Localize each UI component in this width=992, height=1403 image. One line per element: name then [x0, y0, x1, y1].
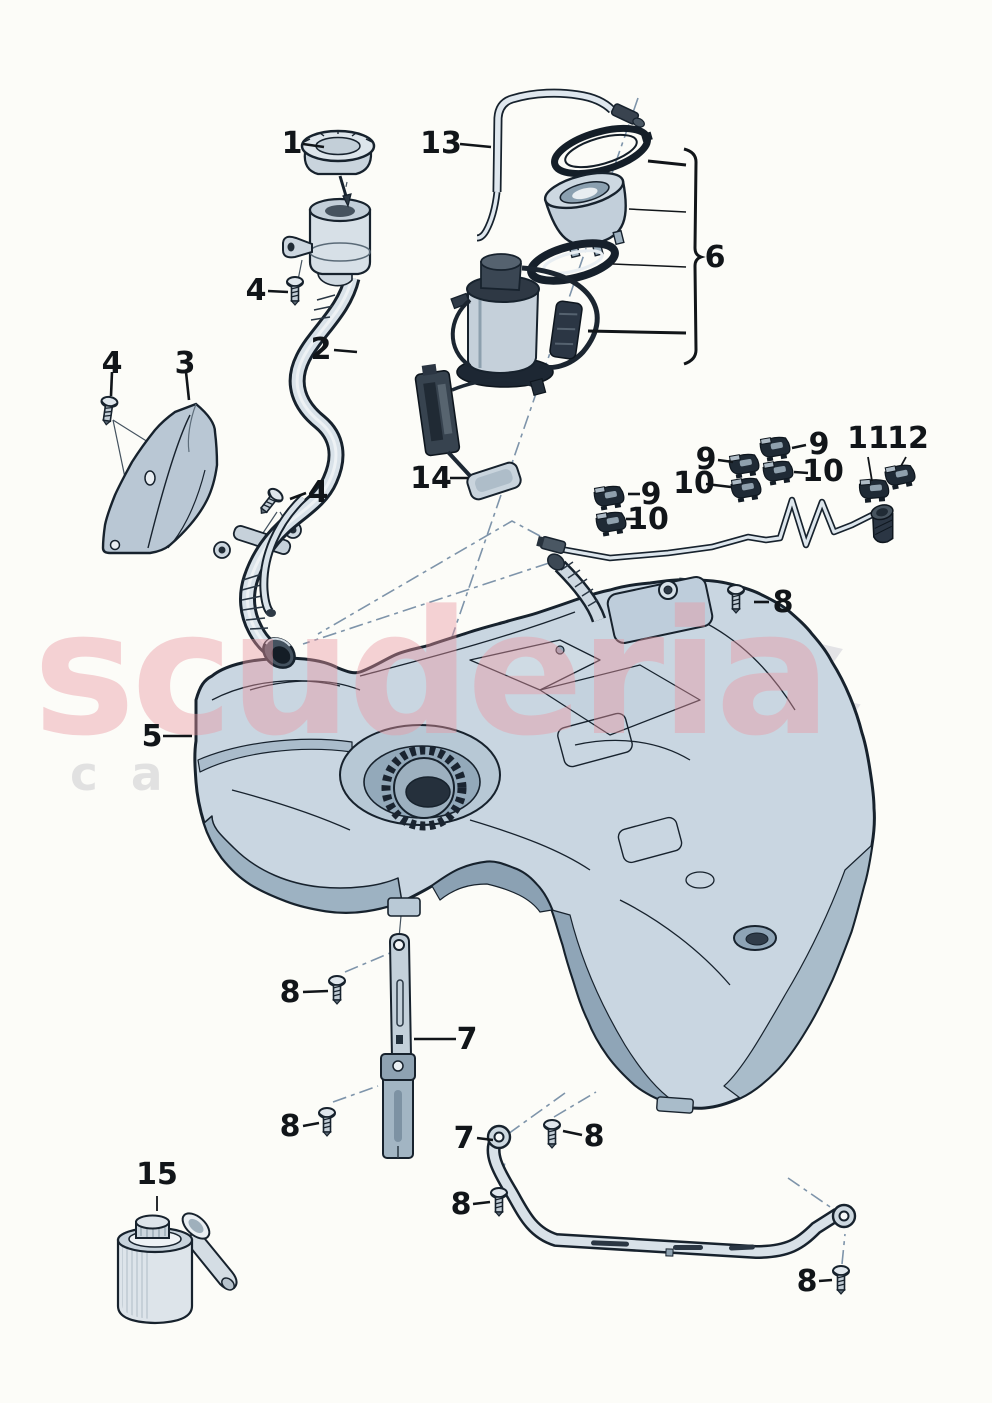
- callout-9a[interactable]: 9: [641, 477, 662, 512]
- callout-8f[interactable]: 8: [797, 1264, 818, 1299]
- screw-8-hstrap-left: [490, 1187, 508, 1217]
- callout-7a[interactable]: 7: [457, 1022, 478, 1057]
- callout-6[interactable]: 6: [705, 240, 726, 275]
- group-bracket: [587, 147, 706, 366]
- callout-4b[interactable]: 4: [102, 346, 123, 381]
- callout-9c[interactable]: 9: [809, 427, 830, 462]
- callout-15[interactable]: 15: [136, 1157, 178, 1192]
- clip-10-upper: [761, 458, 796, 487]
- callout-4a[interactable]: 4: [246, 273, 267, 308]
- fuel-tank: [193, 576, 876, 1114]
- tank-mount-plate: [606, 576, 714, 644]
- clip-9-upper: [758, 434, 793, 463]
- pipe-spout: [262, 637, 296, 669]
- callout-14[interactable]: 14: [410, 461, 452, 496]
- tank-right-lower-face: [551, 909, 673, 1104]
- tank-left-face: [203, 815, 403, 914]
- callout-13[interactable]: 13: [420, 126, 462, 161]
- callout-8a[interactable]: 8: [773, 585, 794, 620]
- callout-11[interactable]: 11: [847, 421, 889, 456]
- callout-2[interactable]: 2: [311, 332, 332, 367]
- lock-ring-teeth: [381, 745, 467, 831]
- callout-labels: 1 13 6 4 4 3 2 4 14 9 10 9 10 9 10 11 12…: [102, 126, 929, 1299]
- fuel-delivery-unit: [450, 124, 706, 388]
- vent-hose: [476, 88, 645, 242]
- screw-8-hstrap-right: [832, 1265, 850, 1295]
- clip-10-mid: [729, 475, 764, 504]
- callout-9b[interactable]: 9: [696, 442, 717, 477]
- clip-9-left: [592, 483, 627, 512]
- screw-8-vstrap-bottom: [318, 1107, 336, 1137]
- screw-8-hstrap-top: [543, 1119, 561, 1149]
- can-spout: [181, 1212, 238, 1291]
- callout-leaders: [109, 142, 907, 1283]
- fuel-filler-cap: [300, 129, 376, 208]
- line-end-fitting: [536, 536, 567, 554]
- callout-10b[interactable]: 10: [673, 466, 715, 501]
- callout-1[interactable]: 1: [282, 126, 303, 161]
- tank-pump-opening: [339, 724, 501, 831]
- heat-shield: [101, 402, 219, 555]
- strap-vertical: [380, 932, 416, 1159]
- callout-8c[interactable]: 8: [280, 1109, 301, 1144]
- tank-vent-hose-stub: [547, 553, 607, 623]
- callout-8e[interactable]: 8: [451, 1187, 472, 1222]
- fuel-pump: [450, 253, 600, 388]
- screw-4-filler: [286, 276, 304, 306]
- elbow-fitting: [870, 504, 894, 544]
- hose-end-fitting: [610, 103, 645, 128]
- fuel-level-sender: [414, 363, 547, 501]
- filler-head: [282, 197, 372, 287]
- clip-12: [883, 461, 918, 492]
- callout-12[interactable]: 12: [887, 421, 929, 456]
- tank-strap-tab: [387, 897, 421, 917]
- pump-connector: [549, 300, 583, 360]
- callout-8d[interactable]: 8: [584, 1119, 605, 1154]
- callout-7b[interactable]: 7: [454, 1121, 475, 1156]
- clip-11: [858, 477, 891, 504]
- tank-right-face: [723, 844, 873, 1099]
- clip-9-mid: [727, 451, 762, 480]
- vent-tube: [259, 494, 307, 617]
- filler-pipe: [213, 197, 372, 669]
- callout-8b[interactable]: 8: [280, 975, 301, 1010]
- fuel-supply-line: [536, 434, 918, 623]
- additive-can: [116, 1212, 238, 1325]
- callout-10c[interactable]: 10: [802, 454, 844, 489]
- sender-float: [466, 461, 522, 501]
- screw-8-vstrap-top: [328, 975, 346, 1005]
- callout-5[interactable]: 5: [142, 719, 163, 754]
- tank-saddle-face: [431, 861, 553, 913]
- callout-10a[interactable]: 10: [627, 502, 669, 537]
- callout-3[interactable]: 3: [175, 346, 196, 381]
- strap-horizontal: [486, 1124, 857, 1260]
- clip-10-left: [594, 509, 629, 538]
- watermark-brand: scuderia: [33, 573, 827, 774]
- filler-head-bracket: [282, 235, 313, 259]
- callout-4c[interactable]: 4: [308, 475, 329, 510]
- lock-ring: [551, 124, 653, 178]
